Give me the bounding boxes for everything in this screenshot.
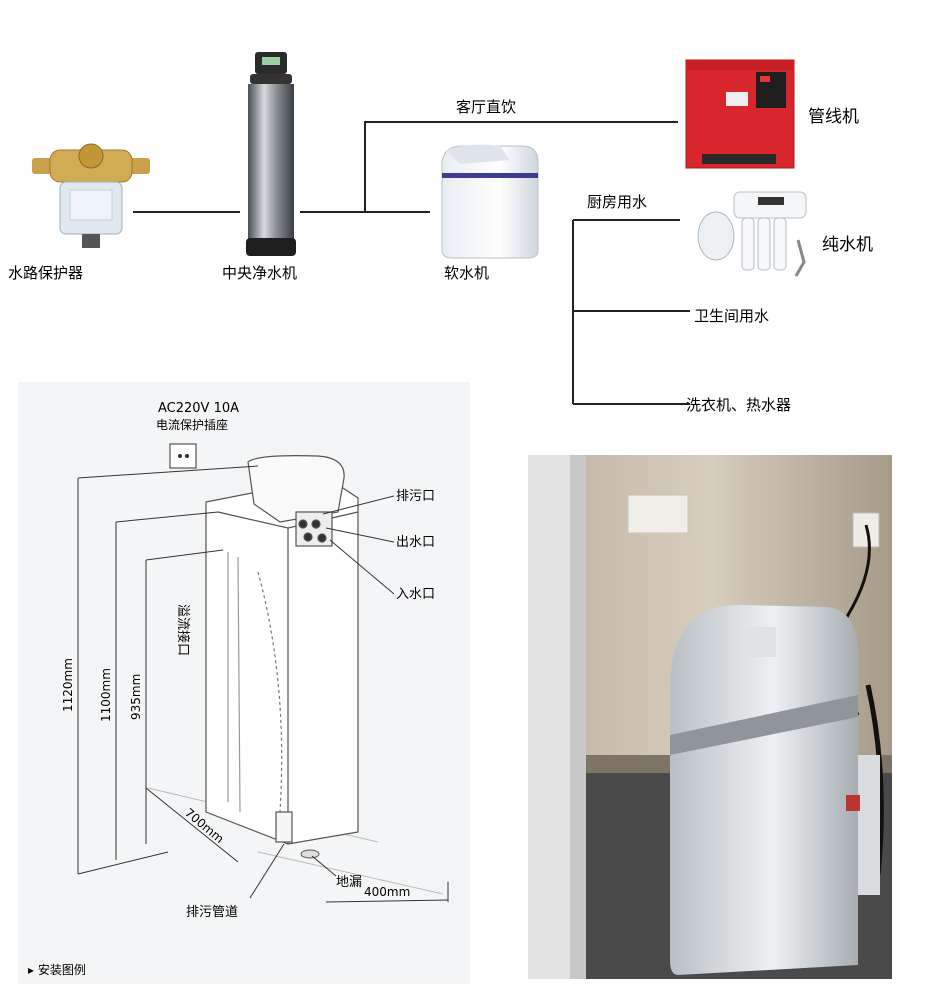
label-outlet: 出水口 bbox=[396, 535, 435, 550]
socket-icon bbox=[169, 443, 197, 469]
protector-image bbox=[32, 143, 150, 248]
wall-switch bbox=[627, 494, 689, 534]
central-purifier-image bbox=[246, 52, 296, 256]
softener-photo-unit bbox=[670, 605, 858, 975]
softener-drawing bbox=[205, 455, 359, 845]
route-laundry: 洗衣机、热水器 bbox=[686, 396, 791, 414]
central-label: 中央净水机 bbox=[222, 264, 297, 282]
pipeline-machine-image bbox=[685, 59, 795, 169]
socket-label: AC220V 10A bbox=[158, 401, 239, 416]
dim-1120: 1120mm bbox=[61, 658, 75, 712]
floor-drain-icon bbox=[300, 849, 320, 859]
flow-lines bbox=[133, 121, 690, 405]
pipeline-label: 管线机 bbox=[808, 107, 859, 127]
dim-400: 400mm bbox=[364, 885, 410, 899]
flow-diagram: 水路保护器 中央净水机 软水机 客厅直饮 bbox=[8, 52, 873, 414]
softener-label: 软水机 bbox=[444, 264, 489, 282]
ro-label: 纯水机 bbox=[822, 235, 873, 255]
label-inlet: 入水口 bbox=[396, 587, 435, 602]
label-drain-pipe: 排污管道 bbox=[186, 905, 238, 920]
socket-desc: 电流保护插座 bbox=[156, 417, 228, 432]
line-living bbox=[364, 121, 678, 212]
route-living: 客厅直饮 bbox=[456, 98, 516, 116]
label-overflow: 溢流接口 bbox=[175, 604, 191, 656]
route-kitchen: 厨房用水 bbox=[587, 193, 647, 211]
label-floor-drain: 地漏 bbox=[336, 874, 362, 890]
ro-machine-image bbox=[697, 191, 807, 277]
install-caption: ▸ 安装图例 bbox=[28, 962, 86, 977]
route-bathroom: 卫生间用水 bbox=[694, 307, 769, 325]
protector-label: 水路保护器 bbox=[8, 264, 83, 282]
label-drain-port: 排污口 bbox=[396, 489, 435, 504]
dim-1100: 1100mm bbox=[99, 668, 113, 722]
dim-935: 935mm bbox=[129, 674, 143, 720]
softener-image bbox=[441, 144, 539, 259]
installation-diagram: AC220V 10A 电流保护插座 排污口 出水口 入水口 地漏 排污管道 溢流… bbox=[18, 382, 470, 984]
installed-photo bbox=[528, 455, 892, 979]
